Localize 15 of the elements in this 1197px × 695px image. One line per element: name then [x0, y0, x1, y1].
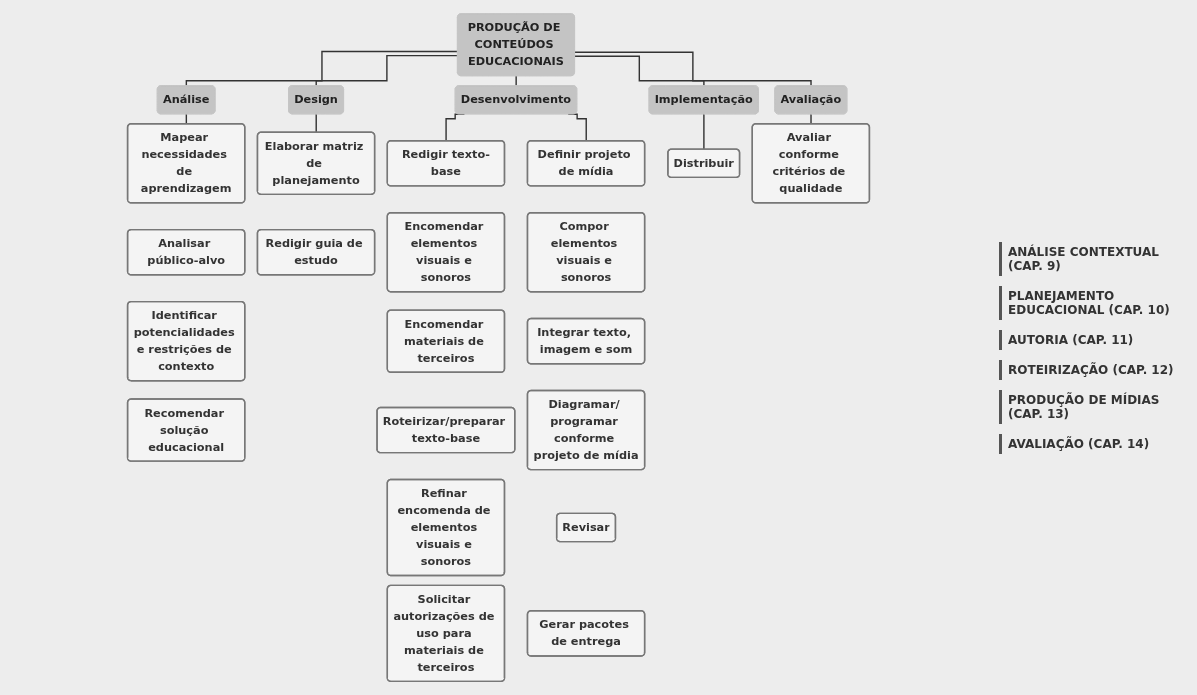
tree-diagram: PRODUÇÃO DE CONTEÚDOS EDUCACIONAIS Análise Design Desenvolvimento Implementação Avaliação Mapear necessidades de aprendizagem Analisar público-alvo Identificar potencialidades e restrições de contexto Recomendar solução educacional Elaborar matriz de planejamento Redigir guia de estudo Redigir texto-base Encomendar elementos visuais e sonoros Encomendar materiais de terceiros Roteirizar/preparar texto-base Refinar encomenda de elementos visuais e sonoros Solicitar autorizações de uso para materiais de terceiros Definir projeto de mídia Compor elementos visuais e sonoros Integrar texto, imagem e som Diagramar/ programar conforme projeto de mídia Revisar Gerar pacotes de entrega Distribuir Avaliar conforme critérios de qualidade [8, 8, 989, 687]
bracket-label: AUTORIA (CAP. 11) [999, 329, 1189, 350]
connector [703, 113, 705, 151]
bracket-label: ROTEIRIZAÇÃO (CAP. 12) [999, 359, 1189, 380]
connector [574, 55, 705, 87]
connector [315, 113, 318, 134]
bracket-label: PLANEJAMENTO EDUCACIONAL (CAP. 10) [999, 285, 1189, 320]
bracket-label: ANÁLISE CONTEXTUAL (CAP. 9) [999, 241, 1189, 276]
connector [315, 54, 459, 87]
bracket-label: PRODUÇÃO DE MÍDIAS (CAP. 13) [999, 389, 1189, 424]
connector [515, 75, 518, 87]
connector [185, 50, 459, 87]
connector [574, 51, 812, 87]
bracket-label: AVALIAÇÃO (CAP. 14) [999, 433, 1189, 454]
connector [810, 113, 812, 125]
